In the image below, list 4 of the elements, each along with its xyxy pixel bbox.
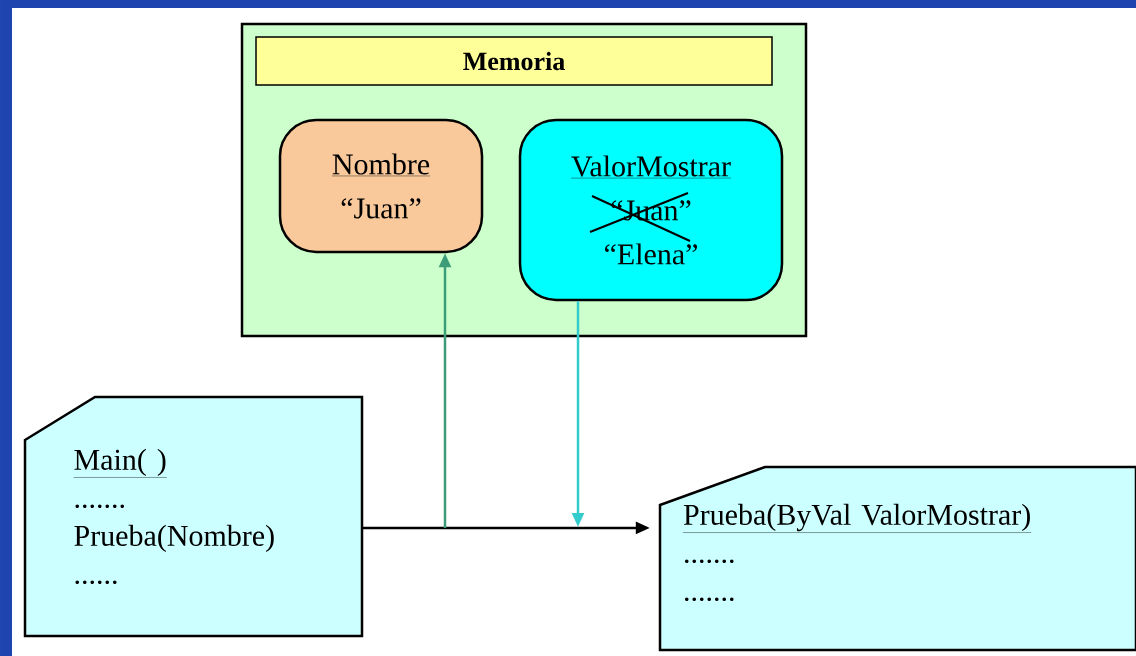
title-bar: Memoria (255, 36, 773, 86)
variable-box: Nombre “Juan” (278, 118, 484, 254)
code-card: Prueba(ByVal ValorMostrar) ....... ....... (658, 465, 1136, 652)
code-card: Main( ) ....... Prueba(Nombre) ...... (23, 395, 364, 638)
